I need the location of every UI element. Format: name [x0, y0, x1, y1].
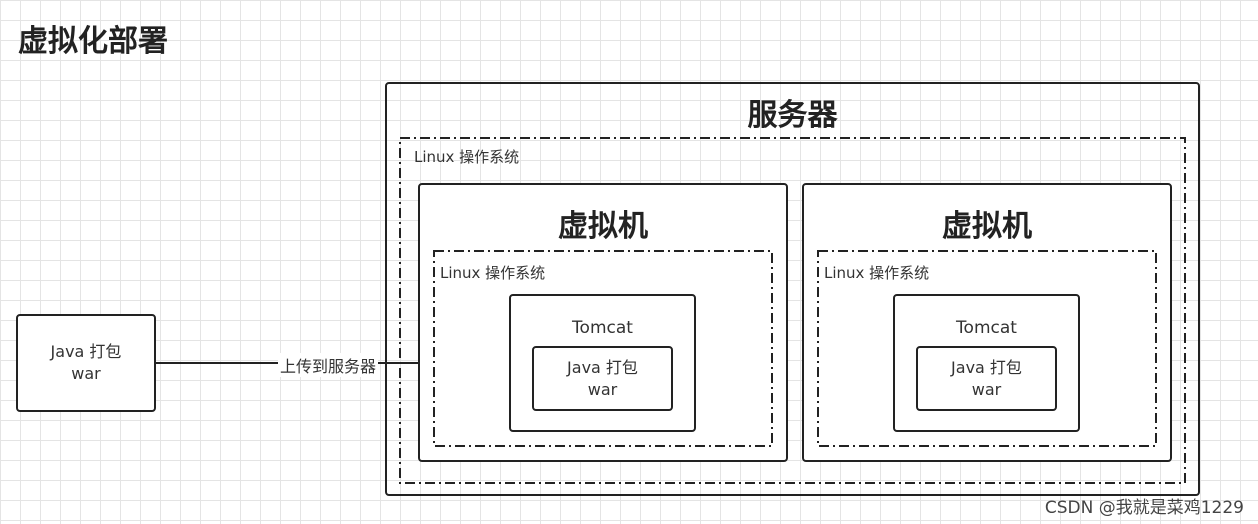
- server-heading: 服务器: [747, 98, 838, 133]
- source-package-box: Java 打包 war: [16, 314, 156, 412]
- war-package-box: Java 打包 war: [532, 346, 673, 411]
- war-package-line1: Java 打包: [951, 357, 1022, 377]
- war-package-line2: war: [971, 379, 1002, 399]
- upload-connector-label: 上传到服务器: [278, 353, 379, 377]
- war-package-line2: war: [587, 379, 618, 399]
- vm-os-label: Linux 操作系统: [440, 264, 546, 282]
- server-os-label: Linux 操作系统: [414, 148, 520, 166]
- source-package-line1: Java 打包: [50, 342, 122, 361]
- page-title: 虚拟化部署: [18, 24, 168, 59]
- war-package-line1: Java 打包: [567, 357, 638, 377]
- vm-heading: 虚拟机: [942, 209, 1032, 244]
- vm-os-label: Linux 操作系统: [824, 264, 930, 282]
- watermark: CSDN @我就是菜鸡1229: [1044, 498, 1244, 518]
- tomcat-label: Tomcat: [956, 318, 1017, 338]
- war-package-box: Java 打包 war: [916, 346, 1057, 411]
- server-box: [385, 82, 1200, 496]
- tomcat-label: Tomcat: [572, 318, 633, 338]
- vm-heading: 虚拟机: [558, 209, 648, 244]
- source-package-line2: war: [71, 364, 101, 383]
